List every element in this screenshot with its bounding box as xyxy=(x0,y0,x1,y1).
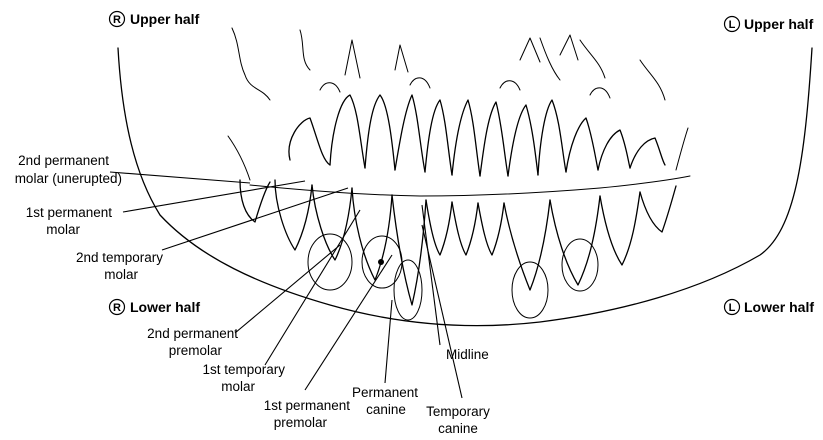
label-midline: Midline xyxy=(446,347,489,362)
label-2nd-permanent-molar-line1: 2nd permanent xyxy=(18,153,109,168)
svg-text:Lower half: Lower half xyxy=(744,299,814,315)
leader-lines xyxy=(110,172,462,398)
label-2nd-permanent-premolar-line1: 2nd permanent xyxy=(147,326,238,341)
label-1st-permanent-molar-line2: molar xyxy=(46,222,80,237)
quadrant-upper-right: R Upper half xyxy=(110,11,200,27)
occlusal-line xyxy=(250,176,690,196)
svg-text:L: L xyxy=(729,19,736,31)
label-temporary-canine-line1: Temporary xyxy=(426,404,490,419)
svg-text:L: L xyxy=(729,302,736,314)
svg-text:Lower half: Lower half xyxy=(130,299,200,315)
label-1st-temporary-molar-line1: 1st temporary xyxy=(202,362,285,377)
label-1st-temporary-molar-line2: molar xyxy=(221,379,255,394)
label-1st-permanent-molar-line1: 1st permanent xyxy=(26,205,113,220)
quadrant-lower-right: R Lower half xyxy=(110,299,201,315)
label-1st-permanent-premolar-line2: premolar xyxy=(274,415,328,430)
label-permanent-canine-line2: canine xyxy=(366,402,406,417)
svg-text:Upper half: Upper half xyxy=(744,16,814,32)
quadrant-upper-left: L Upper half xyxy=(725,16,814,32)
upper-bone-outline xyxy=(232,28,665,100)
label-1st-permanent-premolar-line1: 1st permanent xyxy=(264,398,351,413)
svg-text:Upper half: Upper half xyxy=(130,11,200,27)
upper-teeth xyxy=(289,35,665,176)
svg-text:R: R xyxy=(113,302,121,314)
ramus-right xyxy=(676,128,688,170)
label-2nd-temporary-molar-line1: 2nd temporary xyxy=(76,250,163,265)
label-2nd-permanent-molar-line2: molar (unerupted) xyxy=(15,171,122,186)
label-2nd-permanent-premolar-line2: premolar xyxy=(169,343,223,358)
svg-text:R: R xyxy=(113,14,121,26)
label-permanent-canine-line1: Permanent xyxy=(352,385,418,400)
quadrant-lower-left: L Lower half xyxy=(725,299,815,315)
jaw-outline xyxy=(118,48,812,326)
ramus-left xyxy=(228,136,250,180)
label-2nd-temporary-molar-line2: molar xyxy=(104,267,138,282)
label-temporary-canine-line2: canine xyxy=(438,421,478,436)
